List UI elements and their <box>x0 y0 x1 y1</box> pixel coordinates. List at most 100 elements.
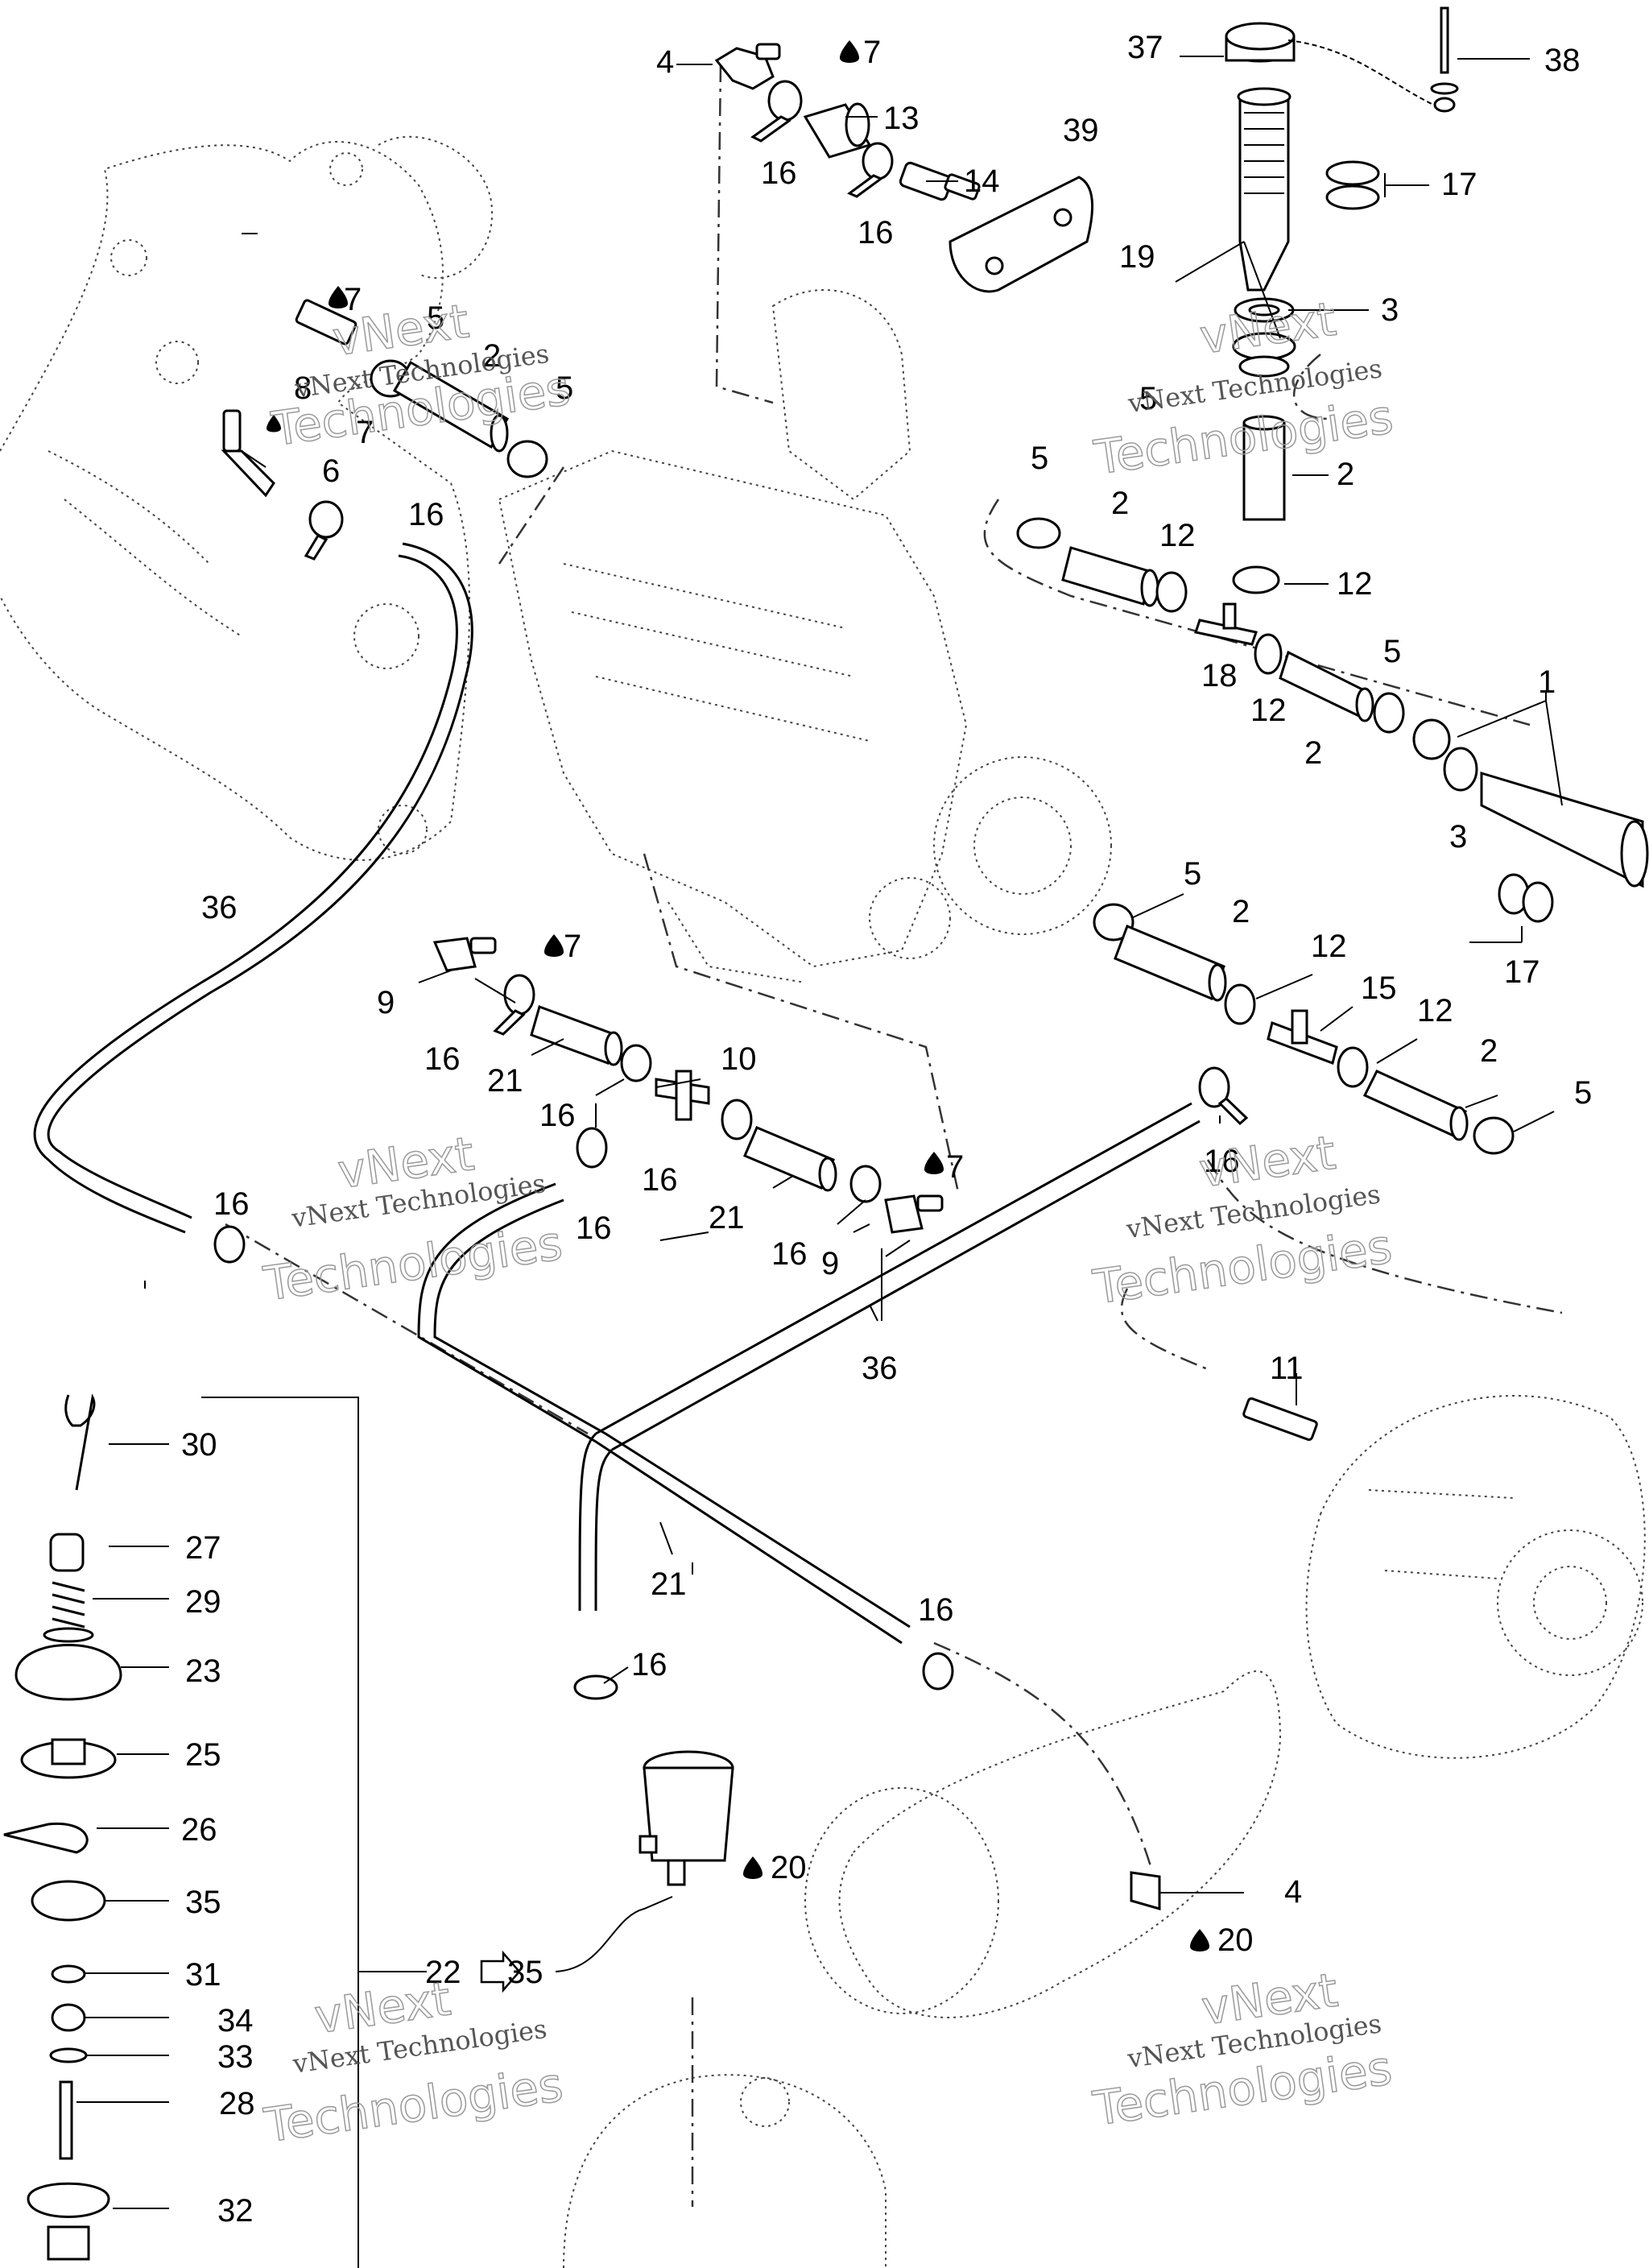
hose-2-left <box>392 360 510 453</box>
filler-neck-19 <box>1237 87 1292 292</box>
callout-7: 7 <box>344 282 362 317</box>
callout-11: 11 <box>1270 1351 1304 1386</box>
clamp-12-right-lower <box>1224 983 1256 1025</box>
callout-12: 12 <box>1311 929 1347 964</box>
hollow-arrow-icon <box>480 1950 521 1993</box>
oil-drop-icon <box>924 1152 944 1174</box>
callout-16: 16 <box>858 215 894 250</box>
nut-top <box>1232 332 1296 378</box>
clamp-16-center-d <box>721 1099 753 1140</box>
clamp-16-second <box>847 142 894 198</box>
callout-5: 5 <box>1031 441 1048 476</box>
callout-35: 35 <box>507 1955 543 1990</box>
clamp-12-right-lower-2 <box>1337 1046 1369 1088</box>
callout-21: 21 <box>709 1200 745 1235</box>
callout-7: 7 <box>564 929 581 964</box>
callout-16: 16 <box>424 1041 461 1077</box>
clamp-5-right-lower-2 <box>1473 1116 1515 1155</box>
hose-2-right-upper <box>1061 546 1159 607</box>
elbow-9-lower <box>884 1194 944 1234</box>
clamp-16-center-b <box>620 1044 652 1082</box>
hose-2-mid <box>1279 650 1374 722</box>
clamp-16-left-lower <box>213 1225 246 1264</box>
callout-12: 12 <box>1250 693 1287 728</box>
callout-31: 31 <box>185 1957 221 1993</box>
callout-16: 16 <box>1204 1144 1240 1179</box>
callout-37: 37 <box>1127 30 1163 65</box>
callout-12: 12 <box>1417 993 1453 1028</box>
clamp-16-center-e <box>849 1165 882 1203</box>
clamp-16-hose-21-end <box>922 1652 954 1691</box>
callout-12: 12 <box>1159 518 1196 553</box>
callout-26: 26 <box>181 1812 217 1848</box>
elbow-4-lower <box>1130 1871 1161 1910</box>
clamp-5-left-b <box>506 440 548 478</box>
elbow-6 <box>221 409 275 498</box>
watermark-bottom-right: vNext vNext Technologies Technologies <box>1089 1962 1396 2137</box>
callout-21: 21 <box>651 1566 687 1602</box>
clamp-16-left <box>304 500 344 561</box>
callout-30: 30 <box>181 1427 217 1463</box>
o-rings-17-top <box>1325 160 1380 210</box>
callout-17: 17 <box>1504 954 1540 990</box>
callout-9: 9 <box>821 1246 839 1281</box>
oil-drop-icon <box>544 934 564 957</box>
callout-13: 13 <box>883 101 920 136</box>
callout-2: 2 <box>1480 1033 1498 1069</box>
callout-34: 34 <box>217 2003 254 2038</box>
callout-7: 7 <box>946 1149 964 1185</box>
callout-35: 35 <box>185 1885 221 1920</box>
tee-10 <box>655 1070 710 1121</box>
fitting-1 <box>1412 718 1649 888</box>
callout-21: 21 <box>487 1063 523 1099</box>
callout-29: 29 <box>185 1584 221 1620</box>
watermark-top-right: vNext vNext Technologies Technologies <box>1090 291 1397 486</box>
callout-10: 10 <box>721 1041 757 1077</box>
callout-28: 28 <box>219 2086 255 2121</box>
callout-5: 5 <box>427 300 444 336</box>
tee-18 <box>1194 602 1258 646</box>
clamp-5-mid <box>1373 692 1405 734</box>
clamp-16-center-a <box>493 974 535 1036</box>
callout-6: 6 <box>322 453 340 489</box>
leader-lines <box>76 56 1563 2209</box>
callout-16: 16 <box>213 1186 250 1222</box>
hose-2-vertical <box>1242 415 1286 521</box>
callout-2: 2 <box>483 338 501 374</box>
callout-27: 27 <box>185 1530 221 1566</box>
callout-4: 4 <box>656 44 674 80</box>
watermark-mid-left: vNext vNext Technologies Technologies <box>259 1125 566 1312</box>
jet-pump-outline <box>1305 1395 1646 1759</box>
muffler-outline <box>804 1670 1282 2018</box>
hose-36 <box>33 542 473 1234</box>
callout-4: 4 <box>1284 1874 1302 1910</box>
o-rings-17-right <box>1498 873 1554 923</box>
clamp-16-top <box>750 80 803 143</box>
callout-16: 16 <box>539 1098 576 1133</box>
engine-block-outline <box>498 289 1112 983</box>
callout-15: 15 <box>1361 971 1397 1006</box>
callout-14: 14 <box>964 163 1000 199</box>
callout-19: 19 <box>1119 239 1155 275</box>
hose-36-lower <box>578 1102 1201 1612</box>
callout-39: 39 <box>1063 113 1099 148</box>
hose-2-right-lower <box>1114 925 1227 1002</box>
routing-dash-lines <box>225 64 1563 2207</box>
callout-16: 16 <box>918 1592 954 1628</box>
callout-22: 22 <box>425 1955 461 1990</box>
hose-21-short-a <box>530 1005 623 1066</box>
clamp-12-mid <box>1254 633 1283 675</box>
clamp-5-right-lower <box>1093 903 1134 942</box>
callout-5: 5 <box>1139 381 1157 416</box>
hose-2-right-lower-2 <box>1362 1070 1469 1141</box>
bracket-39 <box>948 176 1094 293</box>
callout-16: 16 <box>642 1162 678 1198</box>
callout-20: 20 <box>771 1850 807 1885</box>
callout-2: 2 <box>1232 894 1250 929</box>
callout-7: 7 <box>863 35 881 70</box>
oil-drop-icon <box>743 1856 763 1879</box>
callout-23: 23 <box>185 1653 221 1689</box>
callout-32: 32 <box>217 2193 254 2229</box>
callout-5: 5 <box>1383 634 1401 669</box>
callout-16: 16 <box>631 1647 667 1682</box>
